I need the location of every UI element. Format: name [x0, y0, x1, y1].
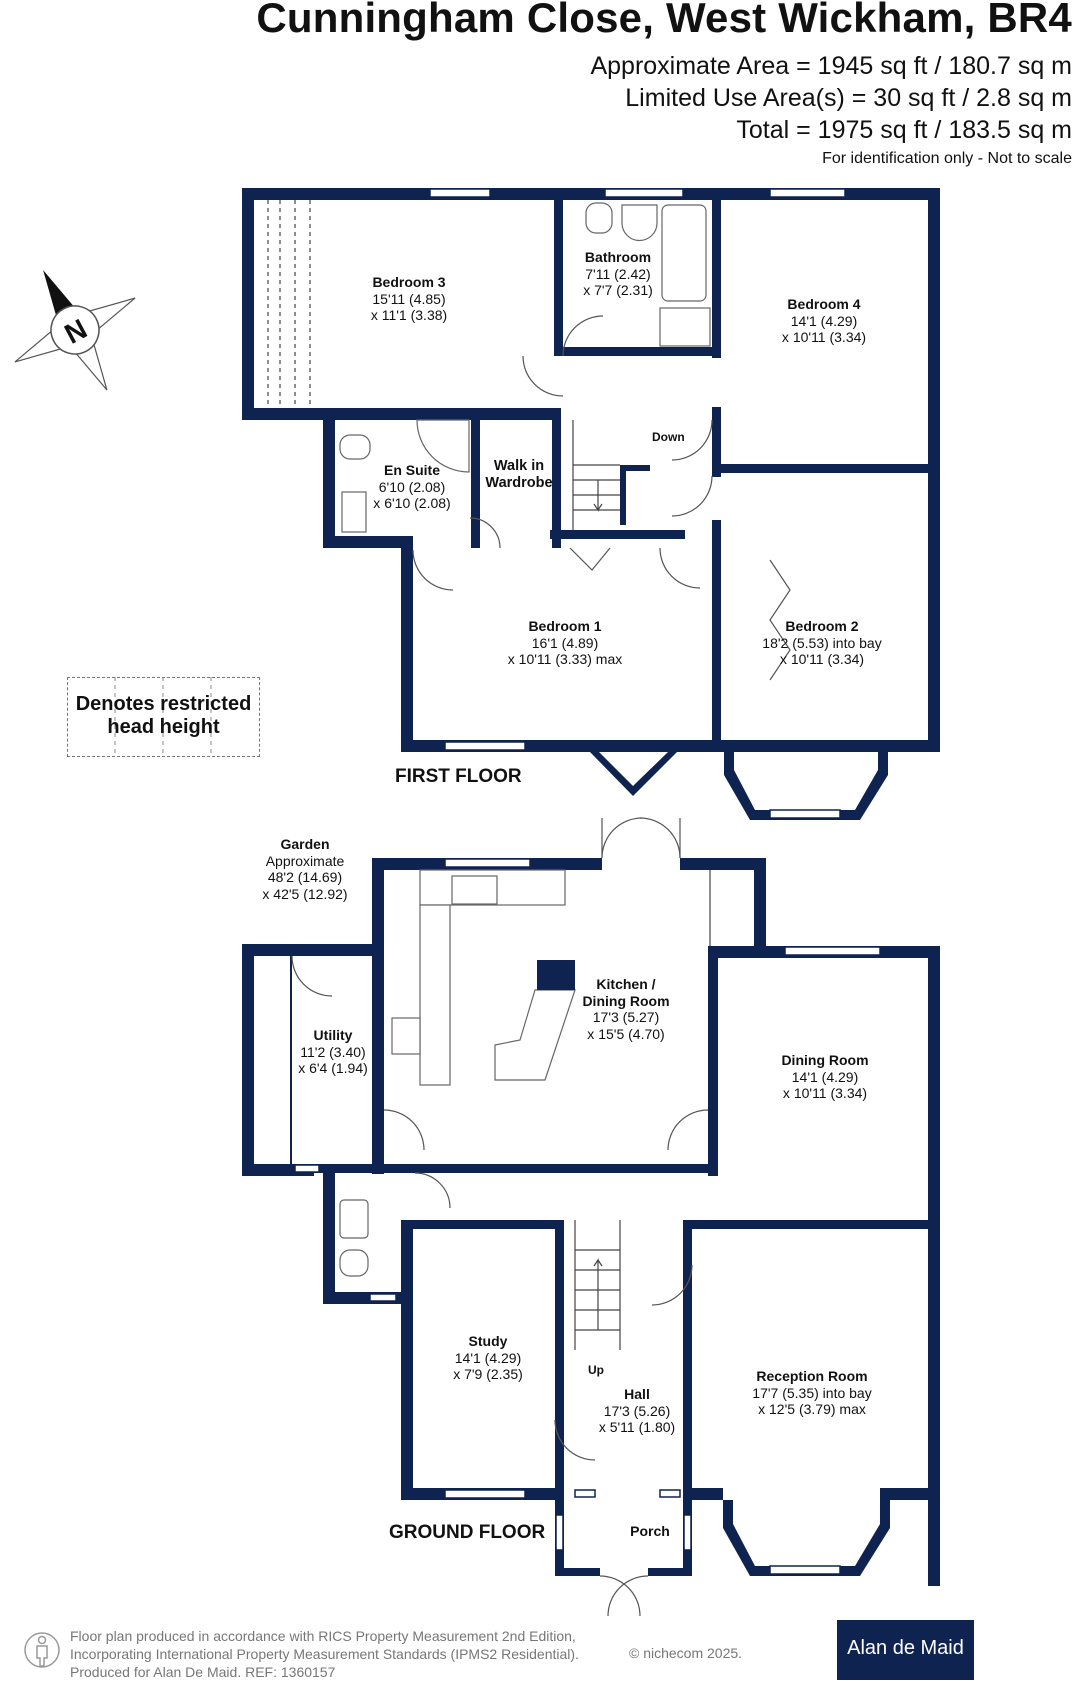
footer-line-1: Floor plan produced in accordance with R… — [70, 1628, 576, 1644]
page-title: Cunningham Close, West Wickham, BR4 — [256, 0, 1072, 41]
first-floor-label: FIRST FLOOR — [395, 766, 522, 787]
room-porch: Porch — [630, 1523, 670, 1539]
room-bedroom-1: Bedroom 1 16'1 (4.89) x 10'11 (3.33) max — [507, 618, 623, 667]
footer-line-3: Produced for Alan De Maid. REF: 1360157 — [70, 1664, 336, 1680]
footer-line-2: Incorporating International Property Mea… — [70, 1646, 579, 1662]
room-dining-room: Dining Room 14'1 (4.29) x 10'11 (3.34) — [781, 1052, 869, 1101]
room-en-suite: En Suite 6'10 (2.08) x 6'10 (2.08) — [373, 462, 451, 511]
room-reception: Reception Room 17'7 (5.35) into bay x 12… — [752, 1368, 872, 1417]
approximate-area: Approximate Area = 1945 sq ft / 180.7 sq… — [590, 52, 1072, 80]
stairs-up-label: Up — [588, 1363, 604, 1377]
room-utility: Utility 11'2 (3.40) x 6'4 (1.94) — [298, 1027, 368, 1076]
legend-line-2: head height — [107, 716, 220, 738]
total-area: Total = 1975 sq ft / 183.5 sq m — [736, 116, 1072, 144]
room-bedroom-4: Bedroom 4 14'1 (4.29) x 10'11 (3.34) — [781, 296, 867, 345]
first-floor-plan — [242, 188, 940, 820]
room-hall: Hall 17'3 (5.26) x 5'11 (1.80) — [598, 1386, 676, 1435]
limited-use-area: Limited Use Area(s) = 30 sq ft / 2.8 sq … — [625, 84, 1072, 112]
room-kitchen-dining: Kitchen / Dining Room 17'3 (5.27) x 15'5… — [582, 976, 670, 1042]
garden-label: Garden Approximate 48'2 (14.69) x 42'5 (… — [262, 836, 348, 902]
room-walk-in-wardrobe: Walk in Wardrobe — [485, 458, 553, 491]
copyright: © nichecom 2025. — [629, 1645, 743, 1661]
room-bathroom: Bathroom 7'11 (2.42) x 7'7 (2.31) — [583, 249, 653, 298]
person-icon — [24, 1632, 60, 1668]
room-study: Study 14'1 (4.29) x 7'9 (2.35) — [453, 1333, 523, 1382]
compass-icon — [14, 269, 136, 391]
brand-logo: Alan de Maid — [837, 1620, 974, 1680]
ground-floor-label: GROUND FLOOR — [389, 1522, 546, 1543]
footer-text: Floor plan produced in accordance with R… — [70, 1627, 579, 1681]
scale-note: For identification only - Not to scale — [822, 150, 1072, 167]
room-bedroom-3: Bedroom 3 15'11 (4.85) x 11'1 (3.38) — [370, 274, 448, 323]
legend-line-1: Denotes restricted — [75, 693, 252, 715]
ground-floor-plan — [242, 817, 940, 1617]
restricted-height-legend: Denotes restricted head height — [67, 677, 260, 757]
stairs-down-label: Down — [652, 430, 685, 444]
room-bedroom-2: Bedroom 2 18'2 (5.53) into bay x 10'11 (… — [762, 618, 882, 667]
